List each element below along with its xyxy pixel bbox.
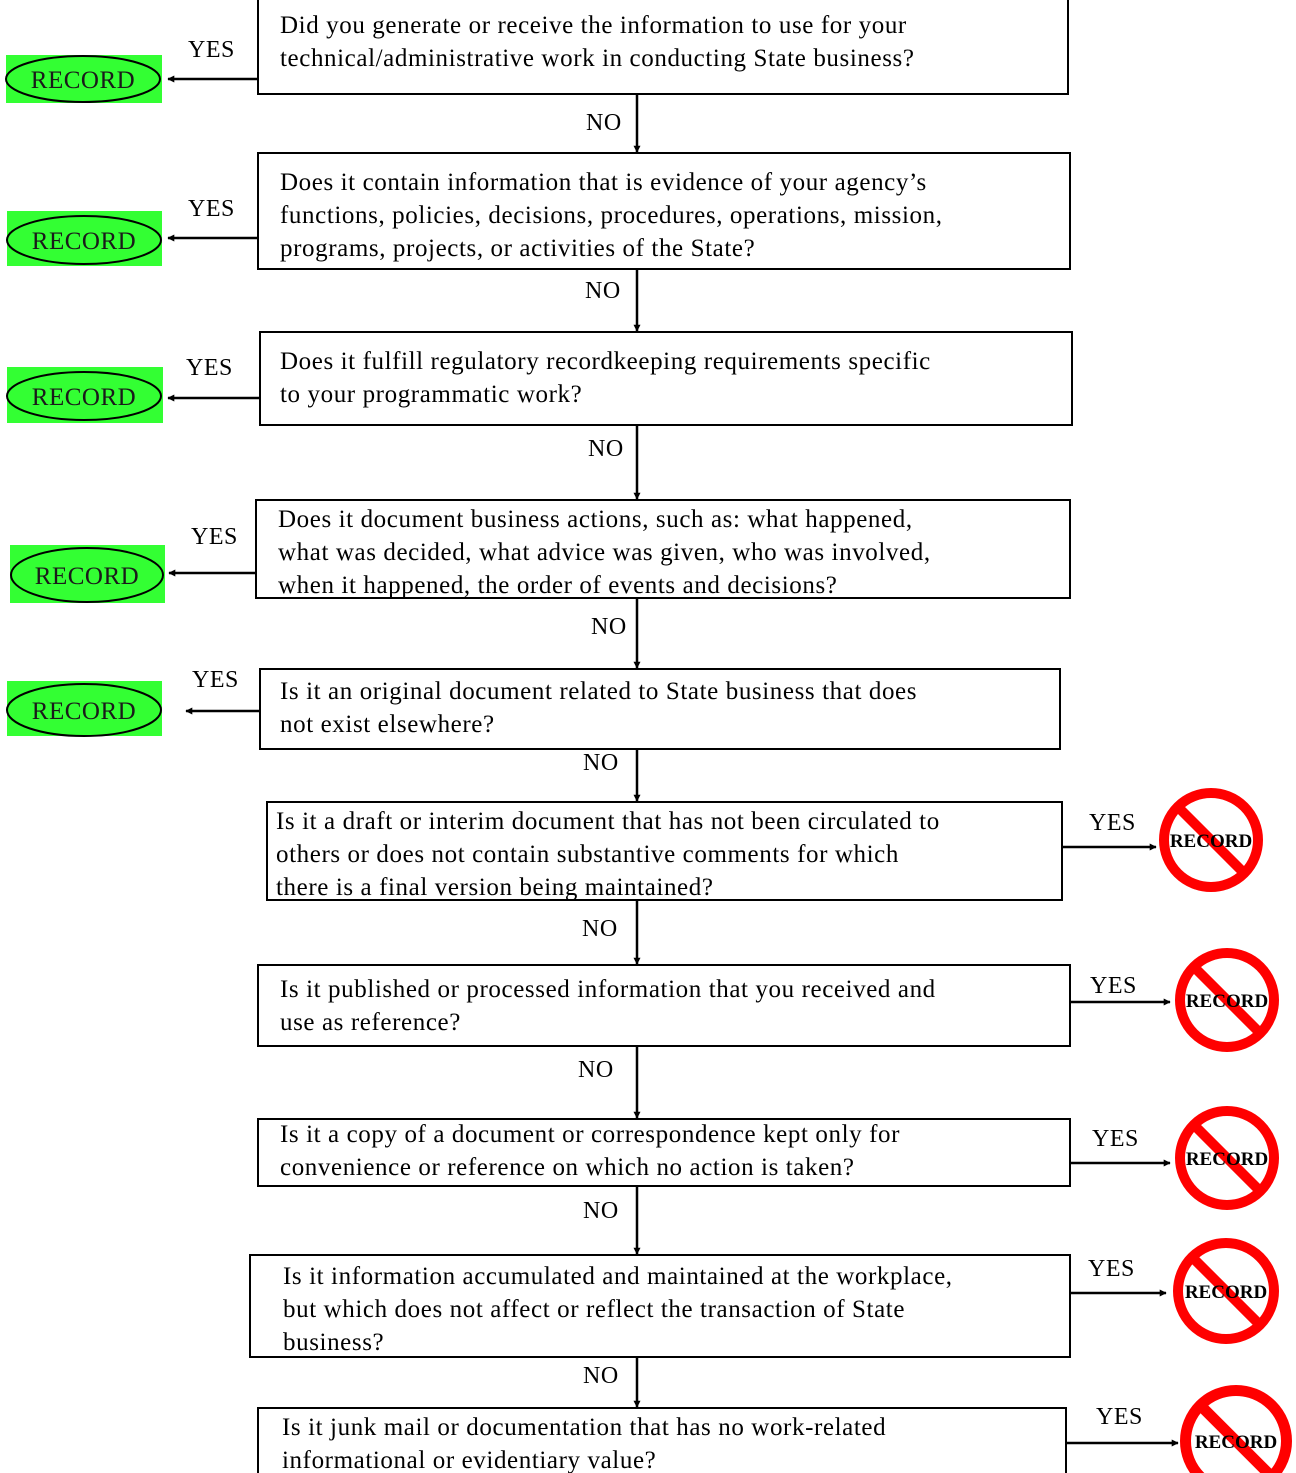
question-box xyxy=(257,964,1071,1047)
not-record-label: RECORD xyxy=(1186,1149,1268,1170)
question-step: Is it a copy of a document or correspond… xyxy=(257,1118,1071,1187)
yes-label: YES xyxy=(1090,973,1137,999)
question-text-line: Is it information accumulated and mainta… xyxy=(283,1263,953,1290)
question-box xyxy=(259,668,1061,750)
yes-label: YES xyxy=(188,196,235,222)
record-outcome: RECORD xyxy=(5,55,162,103)
question-step: Is it a draft or interim document that h… xyxy=(266,801,1063,901)
question-text-line: functions, policies, decisions, procedur… xyxy=(280,202,943,229)
question-text-line: Is it junk mail or documentation that ha… xyxy=(282,1414,886,1441)
question-text-line: to your programmatic work? xyxy=(280,381,582,408)
not-record-outcome: RECORD xyxy=(1175,1106,1279,1210)
question-box xyxy=(259,331,1073,426)
question-box xyxy=(266,801,1063,901)
no-label: NO xyxy=(585,278,621,304)
question-text-line: technical/administrative work in conduct… xyxy=(280,45,915,72)
not-record-label: RECORD xyxy=(1186,991,1268,1012)
prohibition-slash-icon xyxy=(1191,1256,1261,1326)
question-step: Is it information accumulated and mainta… xyxy=(249,1254,1071,1358)
record-label: RECORD xyxy=(31,67,135,94)
not-record-outcome: RECORD xyxy=(1180,1385,1292,1473)
yes-label: YES xyxy=(1089,810,1136,836)
question-step: Is it an original document related to St… xyxy=(259,668,1061,750)
no-label: NO xyxy=(591,614,627,640)
question-box xyxy=(255,499,1071,599)
record-outcome: RECORD xyxy=(6,681,162,737)
record-ellipse-icon xyxy=(6,683,162,737)
question-step: Did you generate or receive the informat… xyxy=(257,0,1069,95)
question-step: Does it fulfill regulatory recordkeeping… xyxy=(259,331,1073,426)
prohibition-slash-icon xyxy=(1193,1124,1261,1192)
record-outcome: RECORD xyxy=(10,545,165,603)
record-label: RECORD xyxy=(32,698,136,725)
question-step: Is it junk mail or documentation that ha… xyxy=(257,1407,1067,1473)
record-label: RECORD xyxy=(32,384,136,411)
question-text-line: not exist elsewhere? xyxy=(280,711,495,738)
question-text-line: Does it document business actions, such … xyxy=(278,506,913,533)
question-text-line: Is it published or processed information… xyxy=(280,976,936,1003)
yes-label: YES xyxy=(1092,1126,1139,1152)
not-record-label: RECORD xyxy=(1170,831,1252,852)
record-ellipse-icon xyxy=(6,371,162,421)
question-box xyxy=(257,1118,1071,1187)
question-text-line: use as reference? xyxy=(280,1009,461,1036)
question-box xyxy=(257,1407,1067,1473)
question-box xyxy=(257,152,1071,270)
no-label: NO xyxy=(583,750,619,776)
no-label: NO xyxy=(578,1057,614,1083)
question-box xyxy=(257,0,1069,95)
yes-label: YES xyxy=(186,355,233,381)
no-label: NO xyxy=(583,1363,619,1389)
question-text-line: others or does not contain substantive c… xyxy=(276,841,899,868)
not-record-label: RECORD xyxy=(1195,1432,1277,1453)
question-step: Does it document business actions, such … xyxy=(255,499,1071,599)
question-text-line: Is it a copy of a document or correspond… xyxy=(280,1121,900,1148)
record-ellipse-icon xyxy=(10,547,164,603)
question-text-line: Is it an original document related to St… xyxy=(280,678,917,705)
no-label: NO xyxy=(588,436,624,462)
no-label: NO xyxy=(583,1198,619,1224)
not-record-outcome: RECORD xyxy=(1175,948,1279,1052)
question-text-line: convenience or reference on which no act… xyxy=(280,1154,855,1181)
prohibition-slash-icon xyxy=(1199,1404,1273,1473)
question-box xyxy=(249,1254,1071,1358)
question-text-line: Does it fulfill regulatory recordkeeping… xyxy=(280,348,931,375)
yes-label: YES xyxy=(191,524,238,550)
not-record-outcome: RECORD xyxy=(1173,1238,1279,1344)
record-ellipse-icon xyxy=(5,55,161,103)
record-outcome: RECORD xyxy=(6,211,162,266)
record-ellipse-icon xyxy=(6,215,162,265)
question-text-line: but which does not affect or reflect the… xyxy=(283,1296,905,1323)
question-text-line: informational or evidentiary value? xyxy=(282,1447,656,1473)
no-label: NO xyxy=(582,916,618,942)
prohibition-slash-icon xyxy=(1177,806,1245,874)
no-label: NO xyxy=(586,110,622,136)
question-text-line: when it happened, the order of events an… xyxy=(278,572,838,599)
not-record-label: RECORD xyxy=(1185,1282,1267,1303)
not-record-outcome: RECORD xyxy=(1159,788,1263,892)
yes-label: YES xyxy=(192,667,239,693)
question-text-line: business? xyxy=(283,1329,384,1356)
record-label: RECORD xyxy=(32,228,136,255)
question-text-line: there is a final version being maintaine… xyxy=(276,874,714,901)
question-text-line: Is it a draft or interim document that h… xyxy=(276,808,940,835)
yes-label: YES xyxy=(1088,1256,1135,1282)
question-text-line: what was decided, what advice was given,… xyxy=(278,539,931,566)
question-text-line: Does it contain information that is evid… xyxy=(280,169,927,196)
prohibition-slash-icon xyxy=(1193,966,1261,1034)
question-text-line: programs, projects, or activities of the… xyxy=(280,235,755,262)
yes-label: YES xyxy=(1096,1404,1143,1430)
question-text-line: Did you generate or receive the informat… xyxy=(280,12,907,39)
record-label: RECORD xyxy=(35,563,139,590)
question-step: Does it contain information that is evid… xyxy=(257,152,1071,270)
record-outcome: RECORD xyxy=(6,367,163,423)
yes-label: YES xyxy=(188,37,235,63)
question-step: Is it published or processed information… xyxy=(257,964,1071,1047)
